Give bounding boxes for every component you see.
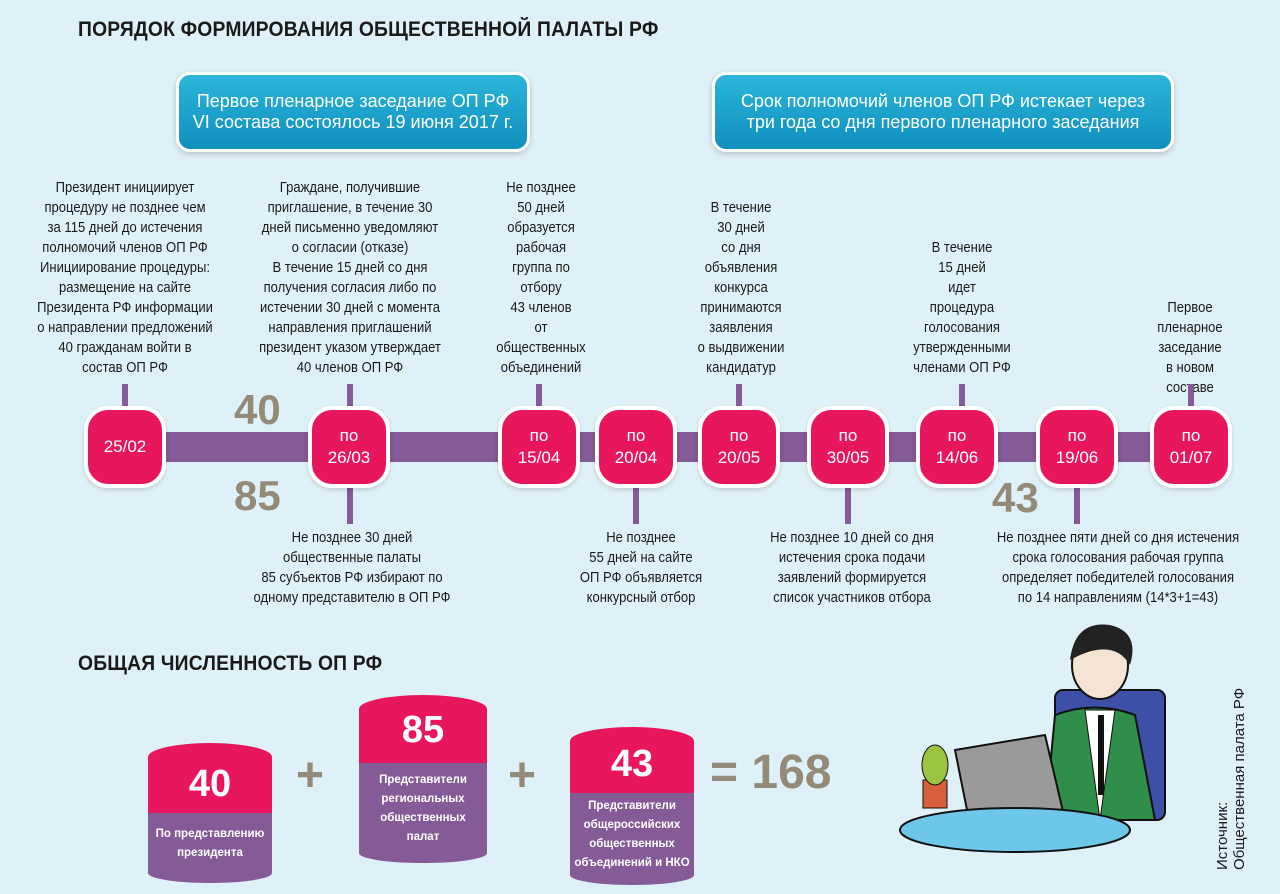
step-text-bottom: Не позднее 10 дней со дня истечения срок… (770, 530, 934, 606)
count-85: 85 (234, 472, 281, 519)
plus-sign: + (508, 749, 537, 802)
connector (633, 486, 639, 524)
cylinder-value: 40 (148, 743, 272, 813)
count-40: 40 (234, 386, 281, 433)
connector (536, 384, 542, 408)
timeline-node: по 14/06 (916, 406, 998, 488)
cylinder-nko: 43 Представители общероссийских обществе… (570, 727, 694, 885)
step-text-bottom: Не позднее 55 дней на сайте ОП РФ объявл… (579, 530, 703, 606)
connector (1188, 384, 1194, 408)
count-43: 43 (992, 474, 1039, 521)
connector (347, 384, 353, 408)
timeline-node: по 15/04 (498, 406, 580, 488)
source-caption: Источник: Общественная палата РФ (1214, 687, 1248, 870)
total: = 168 (710, 746, 832, 799)
connector (736, 384, 742, 408)
page-title: ПОРЯДОК ФОРМИРОВАНИЯ ОБЩЕСТВЕННОЙ ПАЛАТЫ… (78, 18, 659, 41)
banner-first-session: Первое пленарное заседание ОП РФ VI сост… (176, 72, 530, 152)
cylinder-regional: 85 Представители региональных общественн… (359, 695, 487, 863)
banner-term: Срок полномочий членов ОП РФ истекает че… (712, 72, 1174, 152)
subtitle: ОБЩАЯ ЧИСЛЕННОСТЬ ОП РФ (78, 652, 383, 675)
cylinder-president: 40 По представлению президента (148, 743, 272, 883)
timeline-node: по 19/06 (1036, 406, 1118, 488)
step-text-top: В течение 30 дней со дня объявления конк… (697, 200, 785, 376)
plus-sign: + (296, 749, 325, 802)
timeline-node: по 26/03 (308, 406, 390, 488)
person-at-laptop-illustration (899, 624, 1166, 853)
step-text-top: Президент инициирует процедуру не поздне… (37, 180, 213, 376)
cylinder-label: Представители общероссийских общественны… (570, 793, 694, 885)
connector (1074, 486, 1080, 524)
step-text-top: Граждане, получившие приглашение, в тече… (259, 180, 441, 376)
step-text-top: В течение 15 дней идет процедура голосов… (913, 240, 1011, 376)
cylinder-value: 85 (359, 695, 487, 763)
timeline-node: по 30/05 (807, 406, 889, 488)
step-text-top: Не позднее 50 дней образуется рабочая гр… (496, 180, 586, 376)
timeline-node: по 20/04 (595, 406, 677, 488)
step-text-bottom: Не позднее пяти дней со дня истечения ср… (996, 530, 1240, 606)
timeline-node: 25/02 (84, 406, 166, 488)
timeline-node: по 01/07 (1150, 406, 1232, 488)
cylinder-value: 43 (570, 727, 694, 793)
step-text-bottom: Не позднее 30 дней общественные палаты 8… (253, 530, 451, 606)
connector (122, 384, 128, 408)
cylinder-label: Представители региональных общественных … (359, 763, 487, 863)
connector (959, 384, 965, 408)
timeline-node: по 20/05 (698, 406, 780, 488)
connector (845, 486, 851, 524)
cylinder-label: По представлению президента (148, 813, 272, 883)
connector (347, 486, 353, 524)
step-text-top: Первое пленарное заседание в новом соста… (1157, 300, 1223, 396)
